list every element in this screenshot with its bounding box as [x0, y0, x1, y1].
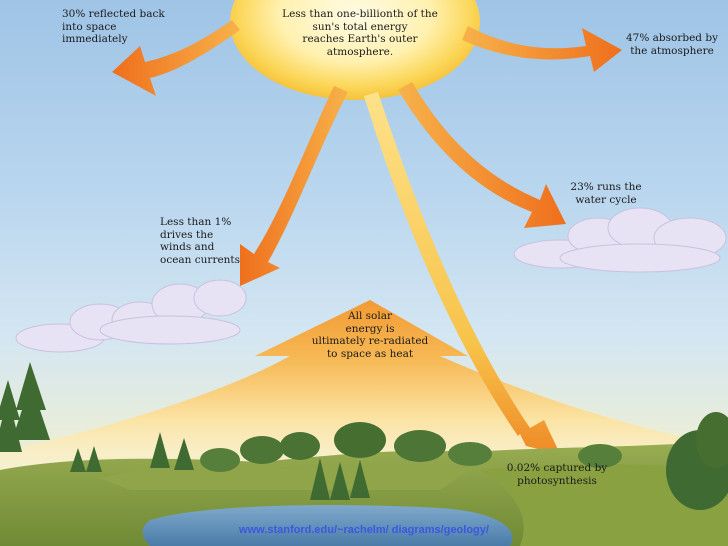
absorbed-arrow: [462, 26, 622, 72]
photosynthesis-label: 0.02% captured by photosynthesis: [496, 462, 618, 487]
reflected-label: 30% reflected back into space immediatel…: [62, 8, 192, 46]
sun-label: Less than one-billionth of the sun's tot…: [272, 8, 448, 58]
cloud-left: [16, 280, 246, 352]
water-cycle-arrow: [398, 82, 566, 228]
absorbed-label: 47% absorbed by the atmosphere: [618, 32, 726, 57]
reradiated-label: All solar energy is ultimately re-radiat…: [296, 310, 444, 360]
water-cycle-label: 23% runs the water cycle: [558, 181, 654, 206]
source-url[interactable]: www.stanford.edu/~rachelm/ diagrams/geol…: [0, 524, 728, 536]
winds-label: Less than 1% drives the winds and ocean …: [160, 216, 260, 266]
